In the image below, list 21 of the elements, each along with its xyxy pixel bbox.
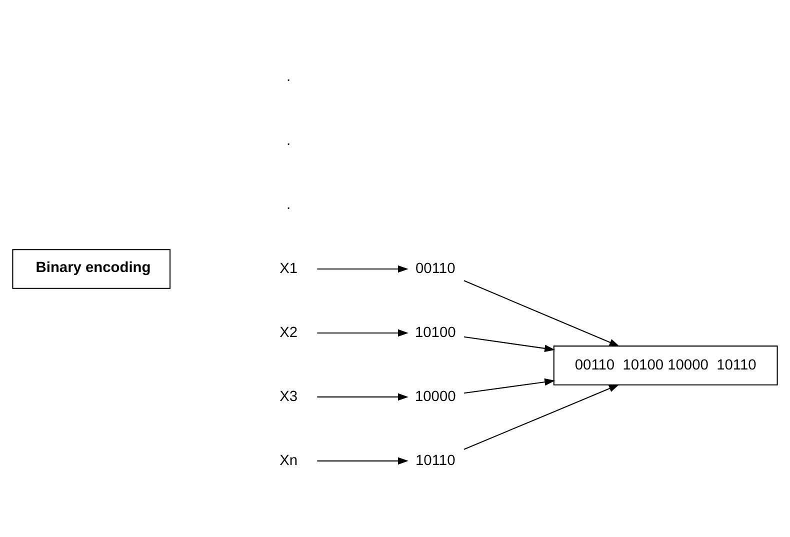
arrow bbox=[464, 336, 556, 352]
label: . bbox=[286, 68, 291, 84]
node-text: X2 bbox=[280, 324, 298, 340]
label: . bbox=[286, 132, 291, 148]
arrow bbox=[317, 456, 408, 464]
arrow bbox=[464, 378, 556, 394]
arrow bbox=[317, 264, 408, 272]
node-text: 10110 bbox=[416, 452, 456, 468]
node-text: 10000 bbox=[414, 388, 456, 404]
node-text: X3 bbox=[280, 388, 298, 404]
arrow bbox=[464, 384, 620, 450]
node-text: 00110 bbox=[416, 260, 456, 276]
arrow bbox=[464, 280, 620, 346]
arrow bbox=[317, 328, 408, 336]
node-text: Xn bbox=[280, 452, 298, 468]
node-box: 00110 10100 10000 10110 bbox=[553, 345, 778, 385]
node-text: 10100 bbox=[414, 324, 456, 340]
label: . bbox=[286, 196, 291, 212]
node-text: X1 bbox=[280, 260, 298, 276]
node-box: Binary encoding bbox=[12, 248, 171, 288]
arrow bbox=[317, 392, 408, 400]
